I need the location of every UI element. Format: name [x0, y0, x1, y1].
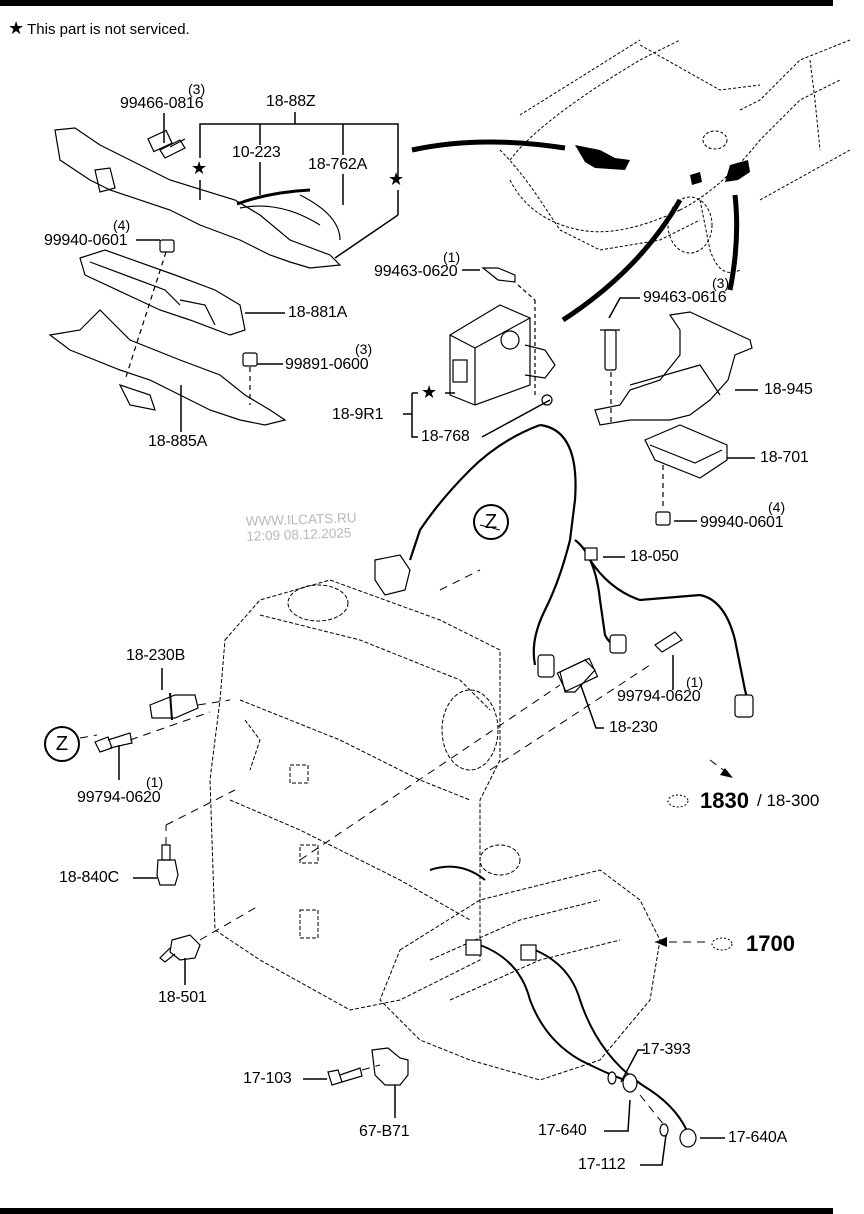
bracket-18-885A	[48, 309, 287, 426]
reference-page-icons	[667, 794, 733, 951]
transmission-harness	[429, 865, 691, 1139]
qty-99940-0601-top: (4)	[113, 217, 131, 233]
part-17-640A[interactable]: 17-640A	[728, 1129, 788, 1146]
vehicle-location-marks	[575, 145, 750, 185]
module-18-701	[610, 372, 728, 526]
part-18-885A[interactable]: 18-885A	[148, 433, 208, 450]
star-marker-right: ★	[388, 169, 404, 189]
engine-block	[209, 579, 501, 1011]
ref-part-18-300[interactable]: / 18-300	[757, 791, 820, 810]
ref-group-1830[interactable]: 1830	[700, 788, 749, 813]
fasteners-top-left	[159, 138, 258, 367]
vehicle-outline	[499, 39, 851, 273]
part-18-945[interactable]: 18-945	[764, 381, 813, 398]
transmission-case	[379, 844, 661, 1081]
not-serviced-note: ★This part is not serviced.	[8, 18, 190, 39]
sensor-18-230	[559, 659, 596, 693]
part-18-050[interactable]: 18-050	[630, 548, 679, 565]
note-text: This part is not serviced.	[27, 21, 190, 38]
part-17-640[interactable]: 17-640	[538, 1122, 587, 1139]
watermark: WWW.ILCATS.RU 12:09 08.12.2025	[246, 510, 358, 544]
z-marker-left: Z	[44, 726, 80, 762]
part-99794-0620-right[interactable]: 99794-0620	[617, 688, 701, 705]
part-18-701[interactable]: 18-701	[760, 449, 809, 466]
transmission-connectors	[465, 939, 697, 1148]
qty-99891-0600: (3)	[355, 341, 373, 357]
dashed-install-lines-top-left	[124, 251, 251, 405]
qty-99794-0620-right: (1)	[686, 674, 704, 690]
part-99463-0620[interactable]: 99463-0620	[374, 263, 458, 280]
star-marker-left: ★	[191, 158, 207, 178]
bracket-cover-assembly	[54, 127, 342, 269]
part-99466-0816[interactable]: 99466-0816	[120, 95, 204, 112]
sensor-18-230B	[149, 692, 199, 721]
qty-99466-0816: (3)	[188, 81, 206, 97]
qty-99940-0601-right: (4)	[768, 499, 786, 515]
part-18-230[interactable]: 18-230	[609, 719, 658, 736]
control-module-18-9R1	[449, 267, 556, 406]
part-18-9R1[interactable]: 18-9R1	[332, 406, 384, 423]
part-17-393[interactable]: 17-393	[642, 1041, 691, 1058]
harness-connectors	[374, 547, 754, 718]
bracket-18-945	[594, 311, 753, 426]
part-99794-0620-left[interactable]: 99794-0620	[77, 789, 161, 806]
part-17-112[interactable]: 17-112	[578, 1156, 626, 1173]
bracket-67-B71	[371, 1047, 409, 1086]
bolt-17-103	[327, 1067, 363, 1086]
star-marker-9R1: ★	[421, 382, 437, 402]
sensor-18-840C	[156, 844, 179, 886]
part-18-762A[interactable]: 18-762A	[308, 156, 368, 173]
part-18-881A[interactable]: 18-881A	[288, 304, 348, 321]
qty-99463-0620: (1)	[443, 249, 461, 265]
dashed-assembly-lines	[79, 524, 731, 1126]
z-marker-top: Z	[473, 504, 509, 540]
sensor-18-501	[159, 934, 201, 963]
leader-lines	[118, 112, 758, 1166]
part-18-501[interactable]: 18-501	[158, 989, 207, 1006]
module-housing-18-881A	[79, 249, 246, 336]
part-18-840C[interactable]: 18-840C	[59, 869, 119, 886]
part-17-103[interactable]: 17-103	[243, 1070, 292, 1087]
part-67-B71[interactable]: 67-B71	[359, 1123, 410, 1140]
ref-group-1700[interactable]: 1700	[746, 931, 795, 956]
part-18-768[interactable]: 18-768	[421, 428, 470, 445]
part-99891-0600[interactable]: 99891-0600	[285, 356, 369, 373]
qty-99463-0616: (3)	[712, 275, 730, 291]
reference-arrows	[655, 768, 733, 947]
part-18-88Z[interactable]: 18-88Z	[266, 93, 316, 110]
part-99940-0601-right[interactable]: 99940-0601	[700, 514, 784, 531]
star-icon: ★	[8, 18, 25, 38]
part-18-230B[interactable]: 18-230B	[126, 647, 186, 664]
bolt-99794-0620-right	[654, 631, 683, 653]
qty-99794-0620-left: (1)	[146, 774, 164, 790]
part-99463-0616[interactable]: 99463-0616	[643, 289, 727, 306]
bottom-border	[0, 1208, 833, 1214]
bolt-99794-0620-left	[94, 732, 133, 753]
leader-swooshes	[411, 139, 740, 323]
top-border	[0, 0, 833, 6]
part-10-223[interactable]: 10-223	[232, 144, 281, 161]
part-99940-0601-top[interactable]: 99940-0601	[44, 232, 128, 249]
